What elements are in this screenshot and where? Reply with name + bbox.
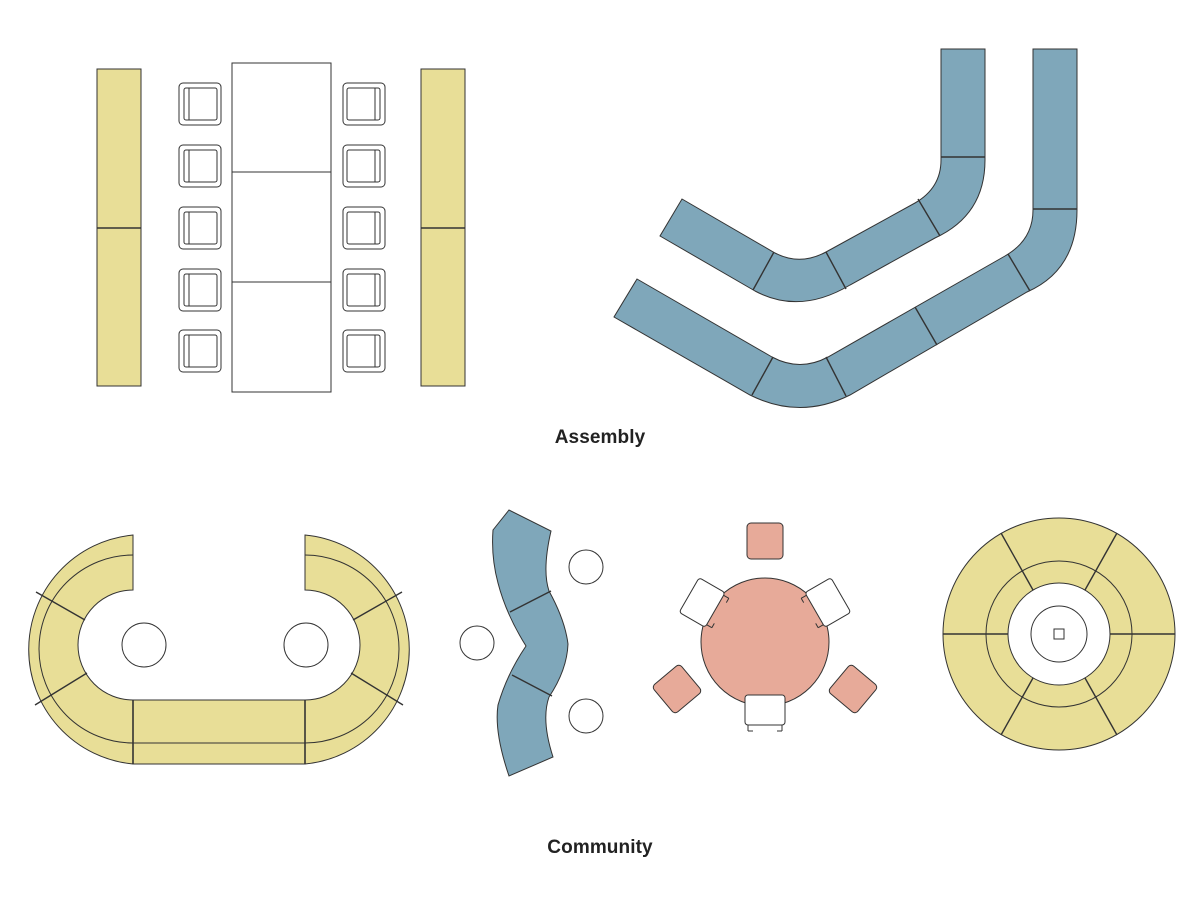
chair: [342, 206, 386, 250]
side-table: [283, 622, 329, 668]
wave-sofa: [459, 509, 604, 777]
chair: [342, 268, 386, 312]
u-shaped-sofa: [28, 534, 410, 765]
pink-stool: [746, 522, 784, 560]
chair: [178, 268, 222, 312]
community-layout: [28, 509, 1176, 777]
pink-stool: [652, 664, 702, 714]
assembly-caption: Assembly: [554, 427, 646, 448]
chairs-left-column: [178, 82, 222, 373]
curved-blue-sofa-outer: [613, 48, 1078, 408]
assembly-layout: [96, 48, 1078, 408]
chair: [744, 694, 786, 732]
chairs-right-column: [342, 82, 386, 373]
center-square: [1053, 628, 1065, 640]
chair: [342, 329, 386, 373]
chair: [178, 329, 222, 373]
conference-table: [231, 62, 332, 393]
curved-blue-sofa-inner: [659, 48, 986, 303]
chair: [178, 206, 222, 250]
round-table-setting: [652, 522, 878, 732]
side-table: [459, 625, 495, 661]
yellow-bench-left: [96, 68, 142, 387]
chair: [178, 82, 222, 126]
chair: [342, 82, 386, 126]
community-caption: Community: [547, 837, 653, 858]
side-table: [121, 622, 167, 668]
side-table: [568, 698, 604, 734]
yellow-bench-right: [420, 68, 466, 387]
side-table: [568, 549, 604, 585]
circular-sofa: [942, 517, 1176, 751]
chair: [178, 144, 222, 188]
chair: [342, 144, 386, 188]
pink-stool: [828, 664, 878, 714]
